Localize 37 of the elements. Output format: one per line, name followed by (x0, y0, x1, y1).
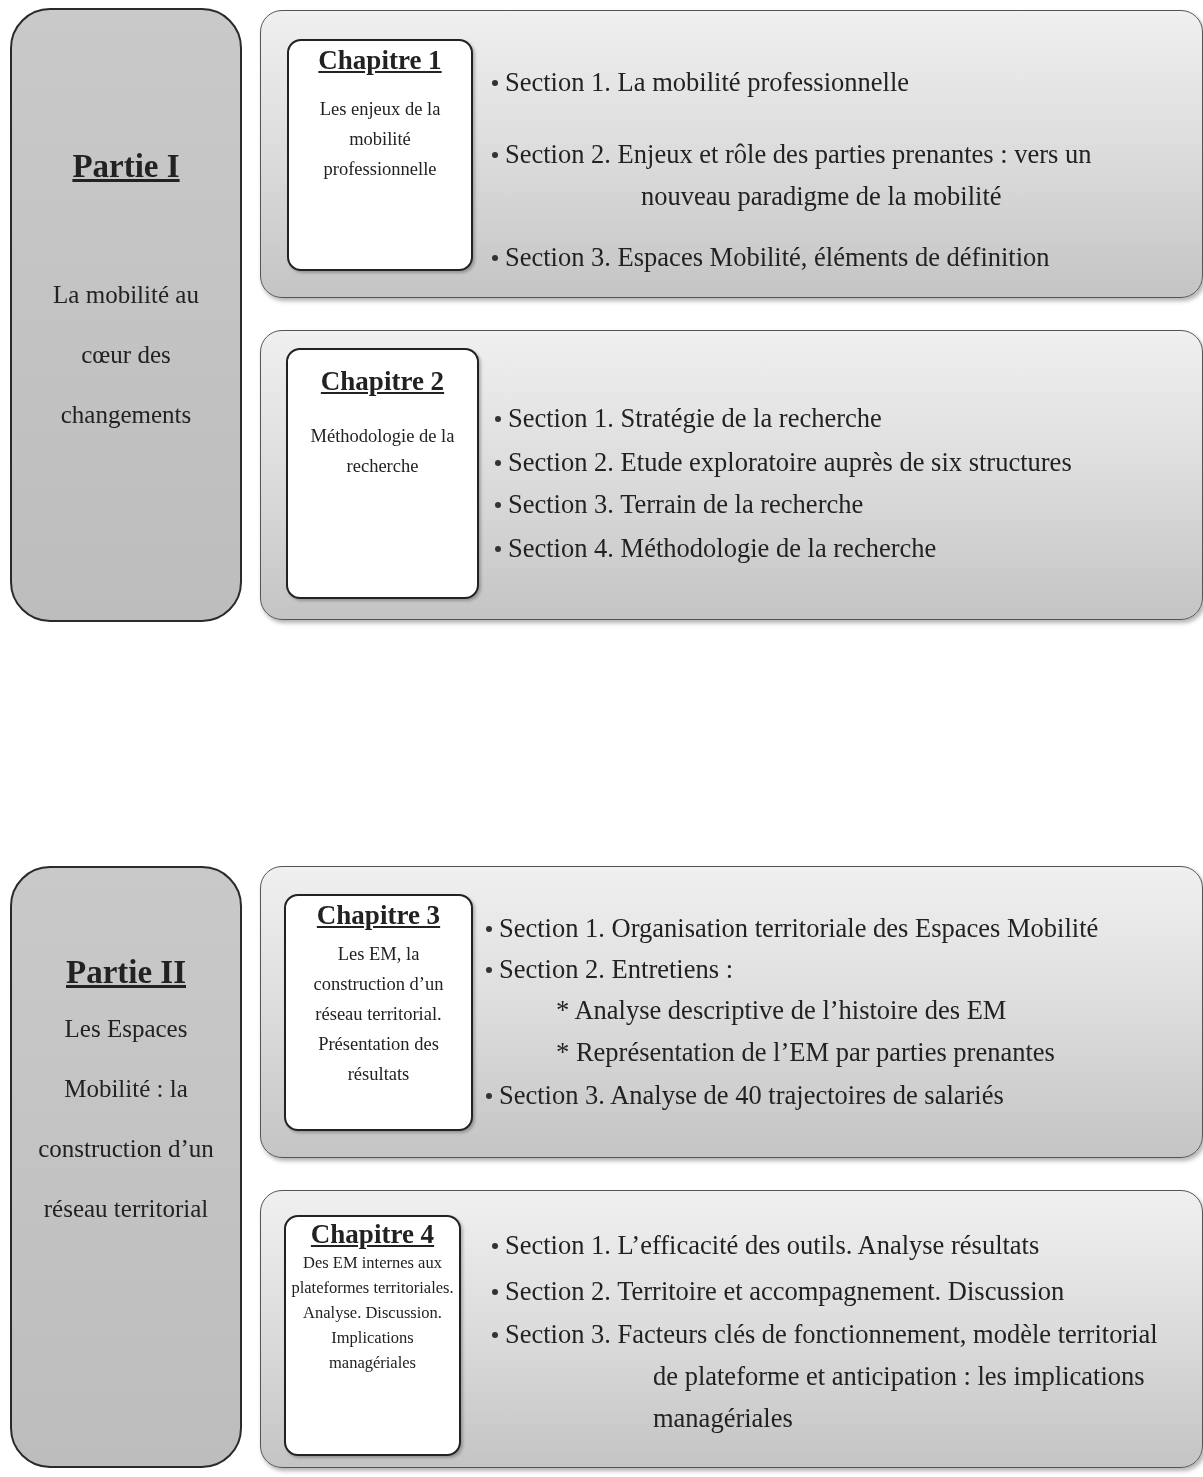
section-item: Section 3. Analyse de 40 trajectoires de salariés (499, 1079, 1005, 1112)
chapter-subtitle: Méthodologie de la recherche (309, 425, 456, 478)
chapter-band (260, 10, 1203, 298)
section-item: * Représentation de l’EM par parties prenantes (556, 1036, 1056, 1069)
section-item: Section 2. Territoire et accompagnement. Discussion (505, 1275, 1066, 1308)
chapter-subtitle: Les EM, la construction d’un réseau territorial. Présentation des résultats (312, 943, 445, 1086)
chapter-box (286, 348, 479, 599)
section-item: Section 2. Entretiens : (499, 953, 735, 986)
chapter-title: Chapitre 2 (320, 366, 445, 397)
part-title: Partie I (72, 148, 180, 185)
part-subtitle: Les Espaces Mobilité : la construction d’un réseau territorial (37, 1014, 215, 1224)
section-item: Section 2. Etude exploratoire auprès de six structures (508, 446, 1073, 479)
chapter-band (260, 866, 1203, 1158)
section-item: * Analyse descriptive de l’histoire des EM (556, 994, 1008, 1027)
section-item: Section 3. Terrain de la recherche (508, 488, 865, 521)
chapter-box (287, 39, 473, 271)
part-subtitle: La mobilité au cœur des changements (52, 280, 200, 430)
chapter-title: Chapitre 4 (310, 1219, 435, 1250)
section-item: Section 1. L’efficacité des outils. Analyse résultats (505, 1229, 1041, 1262)
section-item: Section 3. Facteurs clés de fonctionnement, modèle territorial de plateforme et anticipation : les implications managériales (505, 1318, 1159, 1435)
chapter-subtitle: Les enjeux de la mobilité professionnelle (318, 98, 442, 181)
chapter-title: Chapitre 3 (316, 900, 441, 931)
part-panel (10, 8, 242, 622)
section-item: Section 3. Espaces Mobilité, éléments de définition (505, 241, 1051, 274)
section-item: Section 4. Méthodologie de la recherche (508, 532, 938, 565)
chapter-band (260, 330, 1203, 620)
chapter-band (260, 1190, 1203, 1468)
part-panel (10, 866, 242, 1468)
section-item: Section 2. Enjeux et rôle des parties prenantes : vers un nouveau paradigme de la mobilité (505, 138, 1093, 213)
section-item: Section 1. Stratégie de la recherche (508, 402, 883, 435)
section-item: Section 1. Organisation territoriale des Espaces Mobilité (499, 912, 1100, 945)
chapter-box (284, 894, 473, 1131)
part-title: Partie II (65, 954, 186, 991)
chapter-box (284, 1215, 461, 1456)
chapter-subtitle: Des EM internes aux plateformes territoriales. Analyse. Discussion. Implications managériales (290, 1252, 455, 1374)
chapter-title: Chapitre 1 (318, 45, 442, 76)
section-item: Section 1. La mobilité professionnelle (505, 66, 911, 99)
